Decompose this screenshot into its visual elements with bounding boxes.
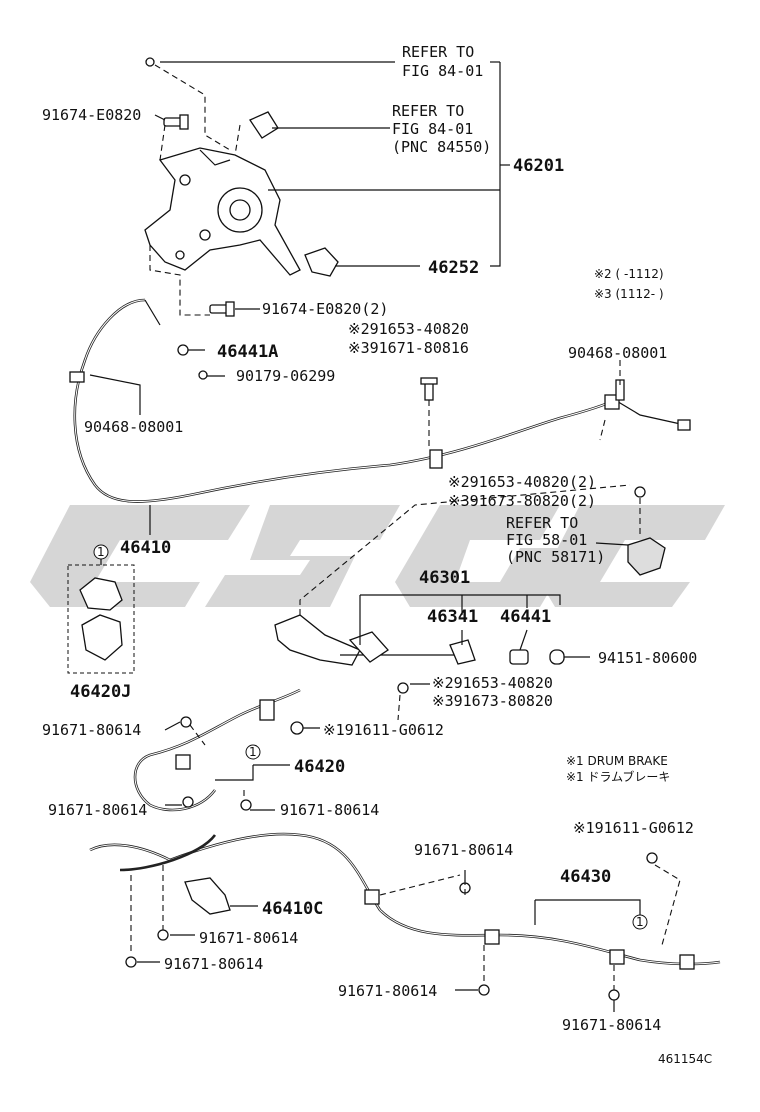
pedal-bracket-assembly bbox=[144, 147, 301, 276]
ref-fig-84-01-c: REFER TO bbox=[392, 102, 464, 120]
watermark-logo bbox=[30, 505, 725, 607]
callout-circle: 1 bbox=[632, 914, 648, 930]
callout-circle: 1 bbox=[245, 744, 261, 760]
label-91671-80614-c: 91671-80614 bbox=[280, 801, 379, 819]
label-91671-80614-b: 91671-80614 bbox=[48, 801, 147, 819]
bolt-icon bbox=[608, 989, 620, 1001]
label-46441: 46441 bbox=[500, 607, 551, 627]
bolt-icon bbox=[209, 301, 235, 317]
bolt-icon bbox=[646, 852, 658, 864]
label-46341: 46341 bbox=[427, 607, 478, 627]
label-46201: 46201 bbox=[513, 156, 564, 176]
label-46420: 46420 bbox=[294, 757, 345, 777]
label-91674-e0820-2: 91674-E0820(2) bbox=[262, 300, 388, 318]
bolt-icon bbox=[125, 956, 137, 968]
label-46430: 46430 bbox=[560, 867, 611, 887]
label-46441a: 46441A bbox=[217, 342, 278, 362]
label-91671-80614-a: 91671-80614 bbox=[42, 721, 141, 739]
callout-number: 1 bbox=[249, 745, 257, 759]
nut-icon bbox=[634, 486, 646, 498]
bracket-46410C bbox=[184, 877, 231, 915]
label-91671-80816: ※391671-80816 bbox=[348, 339, 469, 357]
ref-fig-58-01-a: REFER TO bbox=[506, 514, 578, 532]
label-46410c: 46410C bbox=[262, 899, 323, 919]
label-91674-e0820: 91674-E0820 bbox=[42, 106, 141, 124]
label-91671-80614-d: 91671-80614 bbox=[414, 841, 513, 859]
callout-number: 1 bbox=[97, 545, 105, 559]
middle-cable-46420 bbox=[133, 688, 301, 812]
label-91611-g0612-mid: ※191611-G0612 bbox=[323, 721, 444, 739]
label-91673-80820-2: ※391673-80820(2) bbox=[448, 492, 596, 510]
label-91671-80614-e: 91671-80614 bbox=[199, 929, 298, 947]
grommet-kit-46420J bbox=[67, 564, 135, 674]
ref-pnc-58171: (PNC 58171) bbox=[506, 548, 605, 566]
label-91671-80614-g: 91671-80614 bbox=[338, 982, 437, 1000]
bolt-icon bbox=[182, 796, 194, 808]
bracket-58-01 bbox=[627, 537, 666, 576]
label-46420j: 46420J bbox=[70, 682, 131, 702]
label-91653-40820-bottom: ※291653-40820 bbox=[432, 674, 553, 692]
pedal-pad-46252 bbox=[304, 247, 339, 277]
label-91671-80614-f: 91671-80614 bbox=[164, 955, 263, 973]
label-91653-40820-top: ※291653-40820 bbox=[348, 320, 469, 338]
bolt-icon bbox=[240, 799, 252, 811]
note-drum-brake-en: ※1 DRUM BRAKE bbox=[566, 754, 668, 768]
label-90468-08001-left: 90468-08001 bbox=[84, 418, 183, 436]
ref-fig-84-01-b: FIG 84-01 bbox=[402, 62, 483, 80]
clip-icon bbox=[198, 370, 208, 380]
ref-pnc-84550: (PNC 84550) bbox=[392, 138, 491, 156]
note-drum-brake-jp: ※1 ドラムブレーキ bbox=[566, 769, 670, 784]
bolt-icon bbox=[397, 682, 409, 694]
label-46410: 46410 bbox=[120, 538, 171, 558]
callout-circle: 1 bbox=[93, 544, 109, 565]
bolt-icon bbox=[157, 929, 169, 941]
legend-note-2: ※2 ( -1112) bbox=[594, 267, 664, 281]
ref-fig-58-01-b: FIG 58-01 bbox=[506, 531, 587, 549]
label-91671-80614-h: 91671-80614 bbox=[562, 1016, 661, 1034]
clip-icon bbox=[615, 379, 625, 401]
label-94151-80600: 94151-80600 bbox=[598, 649, 697, 667]
bolt-icon bbox=[478, 984, 490, 996]
label-91611-g0612-right: ※191611-G0612 bbox=[573, 819, 694, 837]
label-46252: 46252 bbox=[428, 258, 479, 278]
bolt-icon bbox=[290, 721, 304, 735]
label-91653-40820-2: ※291653-40820(2) bbox=[448, 473, 596, 491]
label-91673-80820: ※391673-80820 bbox=[432, 692, 553, 710]
rear-cable-46430 bbox=[89, 832, 721, 970]
label-46301: 46301 bbox=[419, 568, 470, 588]
screw-icon bbox=[145, 57, 155, 67]
label-90468-08001-right: 90468-08001 bbox=[568, 344, 667, 362]
figure-code: 461154C bbox=[658, 1052, 712, 1066]
bolt-icon bbox=[180, 716, 192, 728]
callout-number: 1 bbox=[636, 915, 644, 929]
bolt-icon bbox=[420, 377, 438, 401]
nut-icon bbox=[177, 344, 189, 356]
ref-fig-84-01-a: REFER TO bbox=[402, 43, 474, 61]
ref-fig-84-01-d: FIG 84-01 bbox=[392, 120, 473, 138]
cable-connector-top bbox=[249, 111, 279, 139]
bolt-icon bbox=[163, 114, 189, 130]
legend-note-3: ※3 (1112- ) bbox=[594, 287, 664, 301]
label-90179-06299: 90179-06299 bbox=[236, 367, 335, 385]
